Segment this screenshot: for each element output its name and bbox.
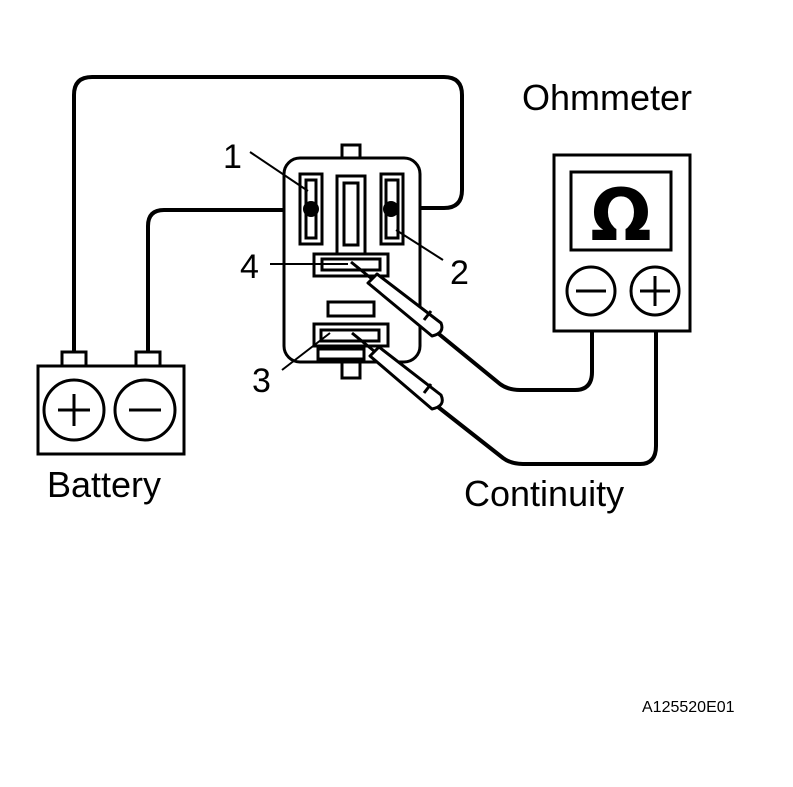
ohmmeter-label: Ohmmeter <box>522 77 692 118</box>
probes <box>350 260 444 411</box>
continuity-label: Continuity <box>464 473 624 514</box>
terminal-2-connection-dot <box>383 201 399 217</box>
probe-4-ring <box>422 310 433 321</box>
wires <box>72 75 658 466</box>
relay-middle-slot <box>326 300 376 318</box>
battery-minus-post <box>134 350 162 368</box>
wire-probe-3-to-ohmmeter-plus <box>431 330 658 466</box>
ohmmeter-display <box>569 170 673 252</box>
leader-terminal-3 <box>281 332 331 371</box>
probe-3-body <box>368 345 444 411</box>
terminal-3-blade <box>319 328 381 343</box>
wire-probe-4-to-ohmmeter-minus <box>432 328 594 392</box>
terminal-1-connection-dot <box>303 201 319 217</box>
battery-label: Battery <box>47 464 161 505</box>
terminal-3-label: 3 <box>252 362 271 400</box>
figure-id: A125520E01 <box>642 699 735 716</box>
probe-3-ring <box>422 383 433 394</box>
relay-center-slot-inner <box>342 181 360 247</box>
connection-dots <box>303 201 399 217</box>
battery-signs <box>58 394 161 426</box>
leader-terminal-2 <box>395 229 444 261</box>
ohmmeter <box>552 153 692 333</box>
ohmmeter-signs <box>576 276 670 306</box>
probe-3-tip <box>351 331 375 353</box>
omega-symbol: Ω <box>590 173 651 257</box>
probe-4-tip <box>350 260 373 281</box>
terminal-2-label: 2 <box>450 254 469 292</box>
terminal-1-label: 1 <box>223 138 242 176</box>
probe-4-body <box>366 272 444 338</box>
leader-lines <box>249 151 444 371</box>
relay-bottom-bar <box>316 347 366 361</box>
wire-battery-plus-to-terminal-2 <box>72 75 464 357</box>
wire-battery-minus-to-terminal-1 <box>146 208 314 357</box>
leader-terminal-1 <box>249 151 309 192</box>
battery <box>36 350 186 456</box>
battery-plus-post <box>60 350 88 368</box>
terminal-4-label: 4 <box>240 248 259 286</box>
